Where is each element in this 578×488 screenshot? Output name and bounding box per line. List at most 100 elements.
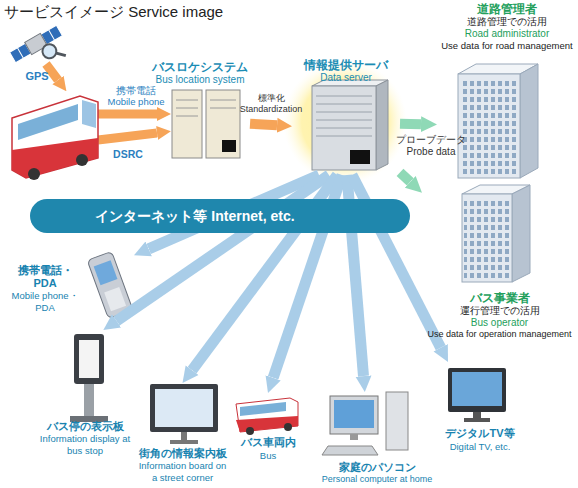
node-heading: 道路管理者: [477, 2, 537, 16]
gps-satellite-part: [49, 30, 55, 40]
bus-stop-display-part: [84, 380, 94, 418]
node-text: 道路管理での活用: [467, 16, 547, 28]
office-building-part: [520, 64, 538, 178]
node-heading: バスロケシステム: [152, 60, 248, 74]
bus-stop-display: [70, 334, 108, 422]
digital-tv-part: [473, 412, 481, 418]
bus-stop-display-part: [74, 334, 104, 384]
digital-tv: [448, 368, 506, 422]
personal-computer-part: [386, 392, 408, 450]
digital-tv-part: [448, 368, 506, 412]
node-heading: 情報提供サーバ: [304, 58, 388, 72]
bus-illustration-part: [246, 427, 254, 435]
digital-tv-part: [464, 418, 490, 422]
server-rack-part: [206, 90, 240, 158]
system-box: バスロケシステムBus location system: [150, 60, 250, 162]
bus-illustration-part: [82, 100, 96, 128]
server-tower-part: [312, 86, 376, 170]
personal-computer-part: [330, 396, 378, 434]
personal-computer-part: [322, 446, 378, 455]
server-tower-part: [316, 120, 372, 121]
bus-illustration-part: [236, 416, 298, 432]
server-rack-part: [210, 108, 236, 109]
node-text: Data server: [320, 72, 372, 84]
node-heading: バス停の表示板: [47, 420, 124, 433]
annotation-label: 携帯電話 Mobile phone: [104, 85, 168, 108]
node-text: Digital TV, etc.: [450, 441, 511, 452]
server-tower-part: [376, 80, 388, 170]
node-text: Information display at bus stop: [38, 433, 133, 456]
annotation-label: プローブデータ Probe data: [394, 134, 468, 158]
node-heading: 携帯電話・PDA: [9, 264, 81, 290]
node-text: 運行管理での活用: [460, 305, 540, 317]
node-text: Use data for road management: [441, 40, 573, 51]
annotation-label: DSRC: [106, 148, 150, 161]
bus-stop-display-part: [79, 340, 99, 378]
node-text: Information board on a street corner: [138, 460, 228, 483]
office-building-part: [512, 185, 530, 282]
server-tower-part: [316, 96, 372, 97]
gps-satellite-part: [56, 50, 66, 60]
node-heading: 街角の情報案内板: [139, 447, 227, 460]
mobile-signal-arrow: [98, 110, 157, 119]
terminal-box: 街角の情報案内板Information board on a street co…: [135, 383, 230, 483]
edge-label: 標準化 Standardization: [238, 93, 304, 115]
office-building: [462, 185, 530, 282]
node-heading: デジタルTV等: [445, 427, 514, 440]
bus-illustration-part: [284, 423, 292, 431]
terminal-box: 携帯電話・PDAMobile phone・ PDA: [6, 248, 134, 326]
node-text: Bus: [260, 450, 276, 461]
digital-tv-part: [452, 372, 502, 406]
user-box: 道路管理者道路管理での活用Road administratorUse data …: [437, 2, 577, 178]
server-tower-part: [350, 150, 370, 164]
terminal-box: バス車両内Bus: [232, 393, 304, 461]
server-tower-part: [316, 104, 372, 105]
user-box: バス事業者運行管理での活用Bus operatorUse data for op…: [422, 182, 577, 340]
mobile-phone-part: [104, 287, 126, 311]
bus-illustration: [12, 96, 98, 180]
server-glow: [283, 60, 407, 184]
street-board-part: [150, 384, 218, 432]
personal-computer-part: [350, 434, 358, 440]
dsrc-signal-arrow: [98, 133, 157, 140]
bus-illustration-part: [12, 96, 98, 178]
server-tower-part: [316, 112, 372, 113]
bus-illustration-part: [18, 104, 78, 140]
network-band: インターネット等 Internet, etc.: [30, 199, 410, 233]
gps-satellite-part: [40, 42, 59, 61]
node-text: Use data for operation management: [427, 329, 571, 340]
node-text: Bus operator: [471, 317, 528, 329]
bus-illustration-part: [236, 398, 298, 432]
server-rack-part: [176, 108, 198, 109]
terminal-box: バス停の表示板Information display at bus stop: [35, 330, 135, 456]
terminal-box: 家庭のパソコンPersonal computer at home: [316, 392, 438, 485]
office-building-part: [458, 74, 520, 178]
node-heading: バス事業者: [470, 291, 530, 305]
terminal-box: デジタルTV等Digital TV, etc.: [440, 362, 520, 452]
street-board: [150, 384, 218, 444]
node-text: Mobile phone・ PDA: [9, 290, 81, 313]
bus-illustration: [236, 398, 298, 435]
bus-illustration-part: [240, 402, 286, 416]
flow-arrow: [250, 124, 277, 126]
node-text: Personal computer at home: [322, 474, 433, 485]
server-tower: [312, 80, 388, 170]
street-board-part: [170, 440, 198, 444]
server-box: 情報提供サーバData server: [292, 58, 400, 175]
node-heading: バス車両内: [241, 436, 296, 449]
office-building: [458, 64, 538, 178]
bus-illustration-part: [76, 154, 88, 166]
bus-illustration-part: [28, 168, 40, 180]
office-building-part: [460, 78, 518, 174]
flow-arrow: [400, 172, 410, 182]
bus-illustration-part: [12, 138, 98, 178]
node-text: Bus location system: [156, 74, 245, 86]
personal-computer-part: [334, 400, 374, 428]
server-rack-part: [176, 100, 198, 101]
office-building-part: [462, 194, 512, 282]
personal-computer: [322, 392, 408, 455]
node-heading: インターネット等 Internet, etc.: [95, 208, 294, 225]
